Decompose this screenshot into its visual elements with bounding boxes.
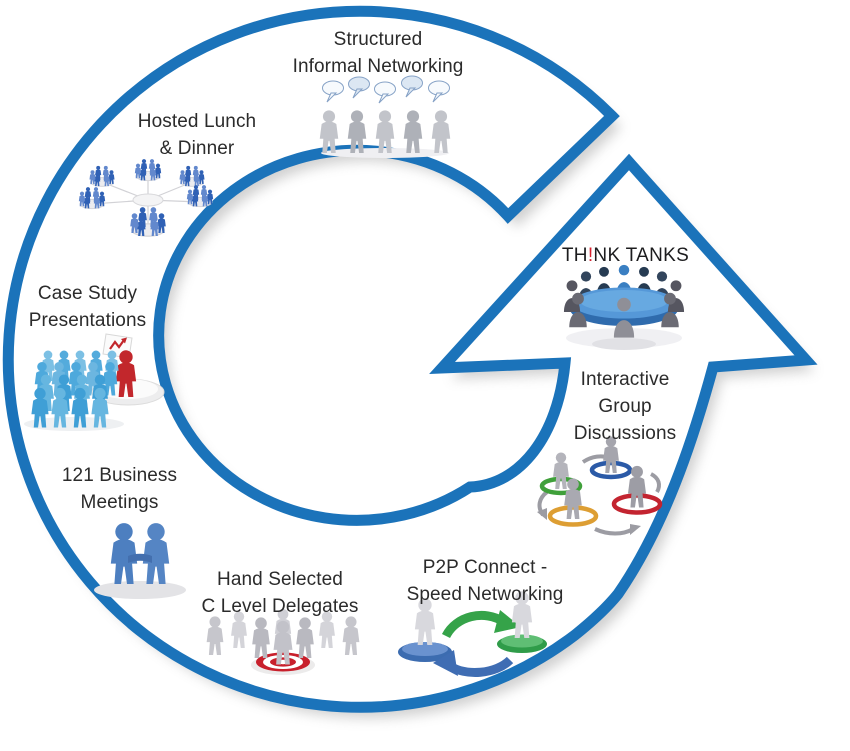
- label-p2p-connect-speed-networking: P2P Connect - Speed Networking: [385, 554, 585, 608]
- label-structured-informal-networking: Structured Informal Networking: [258, 26, 498, 80]
- label-line: Meetings: [80, 492, 159, 513]
- round-table-groups-icon: [79, 159, 213, 236]
- audience-with-presenter-chart-icon: [24, 333, 165, 431]
- label-think-tanks: TH!NK TANKS: [548, 242, 703, 269]
- label-121-business-meetings: 121 Business Meetings: [37, 462, 202, 516]
- people-row-target-icon: [206, 608, 360, 675]
- label-line: Presentations: [28, 310, 147, 331]
- label-interactive-group-discussions: Interactive Group Discussions: [545, 366, 705, 447]
- label-line: Discussions: [573, 423, 677, 444]
- cycle-arrows-two-figures-icon: [398, 591, 547, 677]
- round-table-meeting-icon: [563, 264, 685, 350]
- label-line: P2P Connect -: [422, 557, 548, 578]
- label-line: Interactive: [580, 369, 670, 390]
- label-exclamation: !: [587, 245, 594, 266]
- label-hosted-lunch-dinner: Hosted Lunch & Dinner: [97, 108, 297, 162]
- handshake-figures-icon: [94, 523, 186, 599]
- label-line: Group: [598, 396, 652, 417]
- label-part: NK TANKS: [593, 245, 690, 266]
- label-line: C Level Delegates: [201, 596, 359, 617]
- label-line: 121 Business: [61, 465, 178, 486]
- people-with-speech-bubbles-icon: [319, 75, 451, 158]
- label-line: Case Study: [37, 283, 138, 304]
- label-line: Hand Selected: [217, 569, 343, 590]
- label-line: Speed Networking: [406, 584, 564, 605]
- label-part: TH: [561, 245, 588, 266]
- label-line: & Dinner: [159, 138, 235, 159]
- label-case-study-presentations: Case Study Presentations: [5, 280, 170, 334]
- label-hand-selected-c-level-delegates: Hand Selected C Level Delegates: [180, 566, 380, 620]
- label-line: Hosted Lunch: [137, 111, 257, 132]
- label-line: Informal Networking: [292, 56, 464, 77]
- people-in-colored-rings-icon: [537, 436, 663, 536]
- label-line: Structured: [333, 29, 423, 50]
